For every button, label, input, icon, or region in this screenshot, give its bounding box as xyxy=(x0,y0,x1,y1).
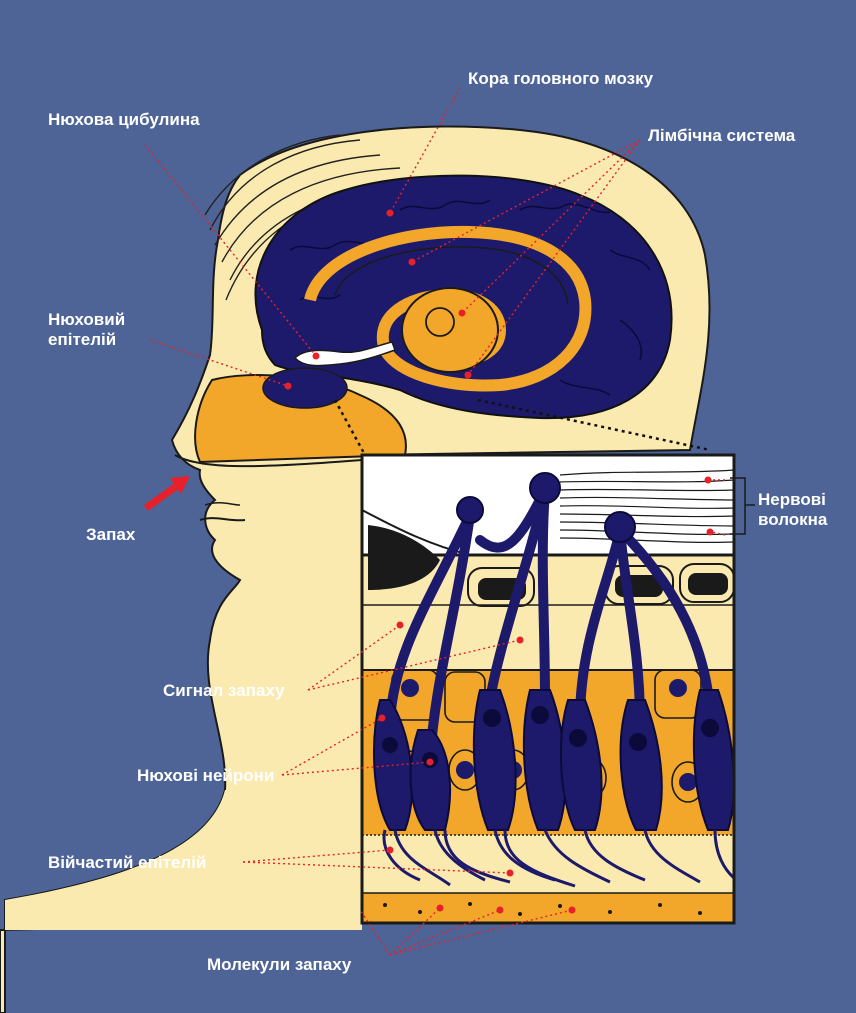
label-smell-signal: Сигнал запаху xyxy=(163,681,285,700)
label-cortex: Кора головного мозку xyxy=(468,69,654,88)
label-nerve-fibers-2: волокна xyxy=(758,510,828,529)
label-ciliated-epithelium: Війчастий епітелій xyxy=(48,853,206,872)
thalamus xyxy=(402,288,498,372)
inset-panel xyxy=(362,455,734,923)
label-smell: Запах xyxy=(86,525,136,544)
label-olfactory-neurons: Нюхові нейрони xyxy=(137,766,274,785)
label-olfactory-epithelium-2: епітелій xyxy=(48,330,116,349)
mucus-layer xyxy=(362,893,734,923)
olfactory-epithelium xyxy=(263,368,347,408)
label-smell-molecules: Молекули запаху xyxy=(207,955,352,974)
label-olfactory-epithelium-1: Нюховий xyxy=(48,310,125,329)
label-nerve-fibers-1: Нервові xyxy=(758,490,826,509)
label-olfactory-bulb: Нюхова цибулина xyxy=(48,110,200,129)
label-limbic-system: Лімбічна система xyxy=(648,126,796,145)
